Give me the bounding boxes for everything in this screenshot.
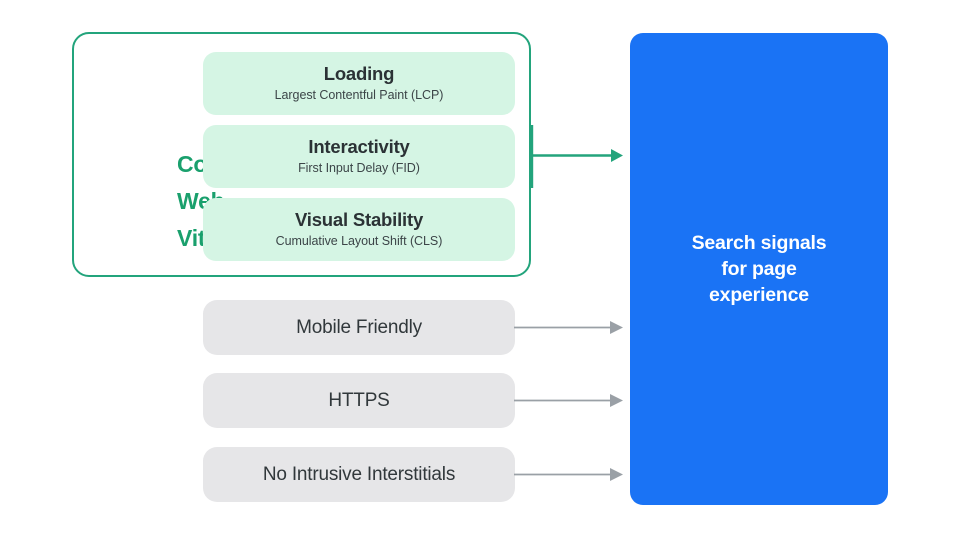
metric-subtitle-interactivity: First Input Delay (FID) [298,161,420,175]
connector-mobile-friendly-to-outcome [514,321,623,334]
arrowhead-icon-no-intrusive-interstitials [610,468,623,481]
metric-card-interactivity: Interactivity First Input Delay (FID) [203,125,515,188]
outcome-panel-label: Search signals for page experience [691,232,827,306]
metric-card-loading: Loading Largest Contentful Paint (LCP) [203,52,515,115]
arrowhead-icon-core-web-vitals [611,149,623,162]
signal-label-https: HTTPS [328,389,390,411]
metric-card-visual-stability: Visual Stability Cumulative Layout Shift… [203,198,515,261]
metric-title-interactivity: Interactivity [308,136,410,157]
connector-core-web-vitals-to-outcome [530,125,623,188]
metric-title-visual-stability: Visual Stability [294,209,424,230]
signal-card-no-intrusive-interstitials: No Intrusive Interstitials [203,447,515,502]
outcome-panel-search-signals: Search signals for page experience [630,33,888,505]
arrowhead-icon-mobile-friendly [610,321,623,334]
connector-no-intrusive-interstitials-to-outcome [514,468,623,481]
metric-subtitle-visual-stability: Cumulative Layout Shift (CLS) [275,234,443,248]
metric-subtitle-loading: Largest Contentful Paint (LCP) [274,88,444,102]
signal-label-mobile-friendly: Mobile Friendly [296,316,422,338]
signal-label-no-intrusive-interstitials: No Intrusive Interstitials [262,463,456,485]
connector-https-to-outcome [514,394,623,407]
arrowhead-icon-https [610,394,623,407]
metric-title-loading: Loading [323,63,395,84]
signal-card-https: HTTPS [203,373,515,428]
signal-card-mobile-friendly: Mobile Friendly [203,300,515,355]
